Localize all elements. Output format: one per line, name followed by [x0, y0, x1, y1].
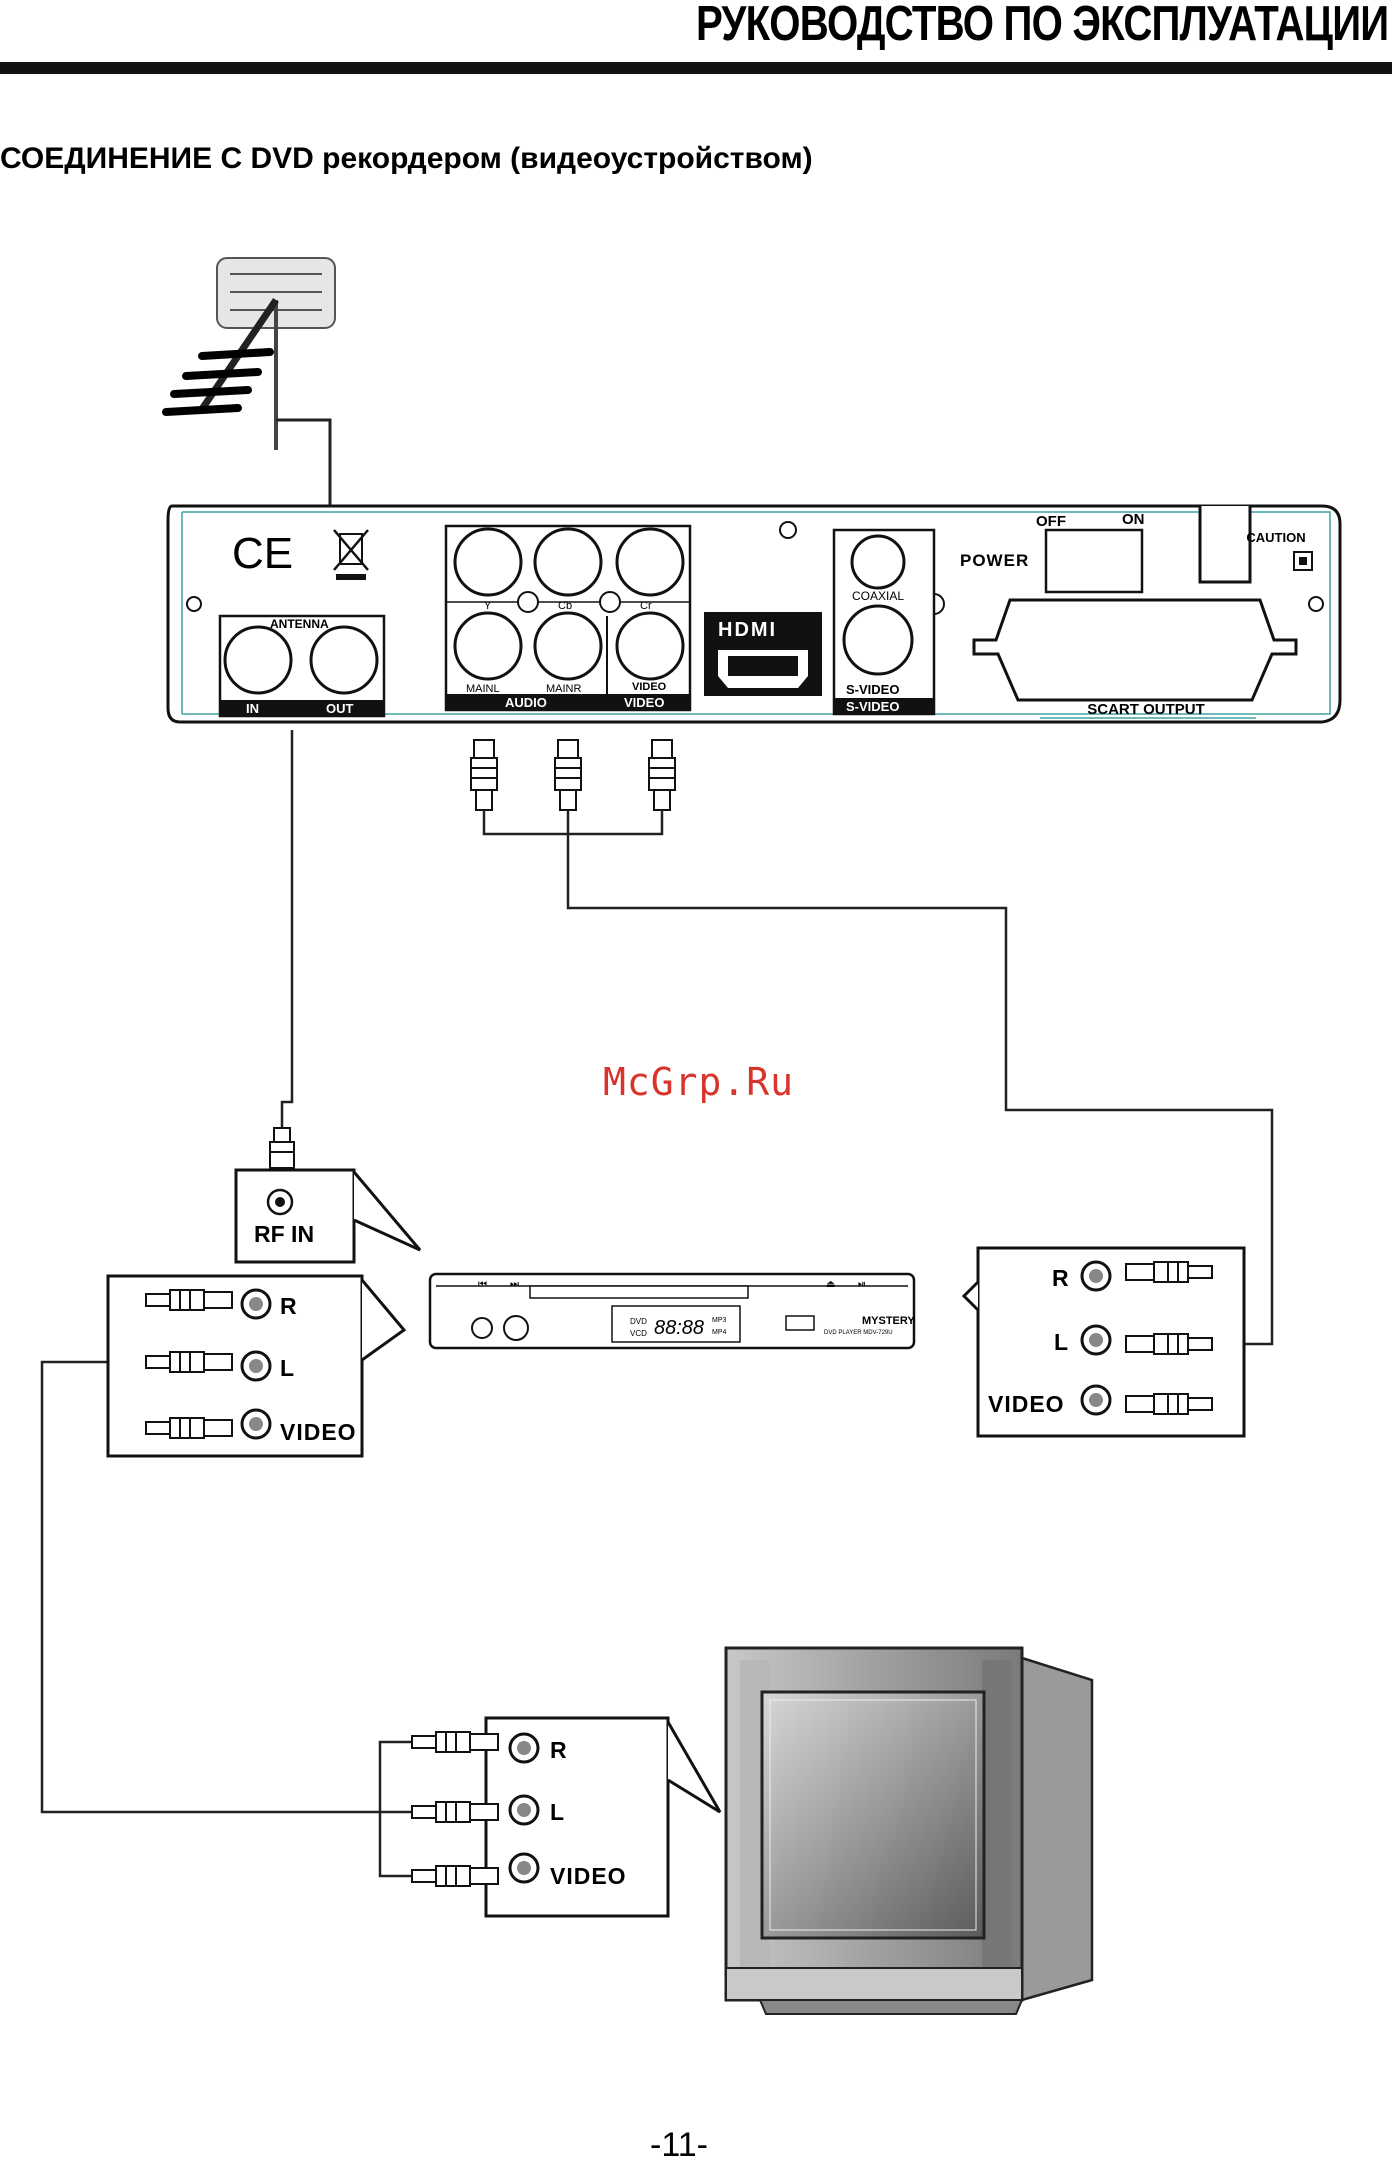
section-title: СОЕДИНЕНИЕ С DVD рекордером (видеоустрой… — [0, 142, 813, 175]
rf-in-box: RF IN — [234, 1127, 422, 1264]
svg-text:⏯: ⏯ — [858, 1279, 866, 1290]
header-rule — [0, 62, 1392, 74]
svg-text:VCD: VCD — [630, 1329, 647, 1338]
av-output-jacks: Y Cb Cr MAINL MAINR VIDEO AUDIO VIDEO — [444, 524, 692, 712]
receiver-back-panel: CE ANTENNA IN OUT Y Cb C — [166, 504, 1342, 724]
watermark: McGrp.Ru — [603, 1060, 795, 1104]
svg-text:COAXIAL: COAXIAL — [852, 589, 904, 603]
svg-text:SCART OUTPUT: SCART OUTPUT — [1087, 701, 1205, 718]
antenna-icon — [162, 257, 336, 450]
svg-text:VIDEO: VIDEO — [988, 1391, 1065, 1417]
svg-text:R: R — [280, 1293, 297, 1319]
antenna-in-jack — [223, 625, 293, 695]
coaxial-svideo-jacks: COAXIAL S-VIDEO S-VIDEO — [832, 528, 936, 716]
svg-text:VIDEO: VIDEO — [550, 1863, 627, 1889]
antenna-out-jack — [309, 625, 379, 695]
svg-text:IN: IN — [246, 701, 259, 716]
svg-text:MAINL: MAINL — [466, 683, 500, 695]
power-label: POWER — [960, 551, 1029, 570]
svg-text:L: L — [550, 1799, 564, 1825]
rf-cable — [280, 730, 294, 1130]
av-cable-to-right-box — [482, 810, 1274, 1406]
tv-icon — [724, 1646, 1094, 2015]
scart-connector: SCART OUTPUT — [972, 598, 1298, 719]
page-header-title: РУКОВОДСТВО ПО ЭКСПЛУАТАЦИИ — [695, 0, 1389, 51]
svg-text:MAINR: MAINR — [546, 683, 582, 695]
svg-text:S-VIDEO: S-VIDEO — [846, 699, 899, 714]
svg-text:⏮: ⏮ — [478, 1279, 487, 1290]
ce-mark: CE — [232, 529, 293, 578]
svg-text:MP4: MP4 — [712, 1329, 727, 1336]
svg-text:ANTENNA: ANTENNA — [270, 617, 329, 631]
svg-text:VIDEO: VIDEO — [624, 695, 664, 710]
dvd-player: ⏮ ⏭ ⏏ ⏯ DVD VCD 88:88 MP3 MP4 MYSTERY DV… — [428, 1272, 915, 1350]
svg-text:VIDEO: VIDEO — [632, 681, 667, 693]
svg-text:⏏: ⏏ — [826, 1279, 835, 1290]
svg-text:MP3: MP3 — [712, 1317, 727, 1324]
coaxial-jack — [850, 534, 906, 590]
svg-text:ON: ON — [1122, 511, 1145, 528]
svg-text:AUDIO: AUDIO — [505, 695, 547, 710]
svg-text:DVD PLAYER MDV-729U: DVD PLAYER MDV-729U — [824, 1330, 893, 1336]
antenna-jacks: ANTENNA IN OUT — [218, 614, 386, 718]
svg-text:RF IN: RF IN — [254, 1221, 314, 1247]
tv-inputs-box: R L VIDEO — [411, 1716, 722, 1918]
hdmi-port: HDMI — [704, 612, 822, 696]
av-cable-to-tv — [40, 1360, 412, 1878]
svg-text:⏭: ⏭ — [510, 1279, 519, 1290]
power-switch — [1044, 528, 1144, 594]
svg-text:VIDEO: VIDEO — [280, 1419, 357, 1445]
svg-text:Cr: Cr — [640, 600, 652, 612]
weee-bin-icon — [333, 529, 369, 580]
svg-text:OUT: OUT — [326, 701, 354, 716]
svg-text:88:88: 88:88 — [654, 1317, 704, 1339]
svg-text:R: R — [550, 1737, 567, 1763]
svg-text:Y: Y — [484, 600, 492, 612]
svg-text:HDMI: HDMI — [718, 619, 777, 641]
svg-text:R: R — [1052, 1265, 1069, 1291]
svg-text:DVD: DVD — [630, 1317, 647, 1326]
dvd-inputs-box: R L VIDEO — [106, 1274, 407, 1458]
svg-text:L: L — [280, 1355, 294, 1381]
svg-text:MYSTERY: MYSTERY — [862, 1315, 915, 1327]
receiver-av-inputs-box: R L VIDEO — [961, 1246, 1246, 1438]
rca-plugs-panel — [470, 739, 676, 811]
page-number: -11- — [650, 2126, 708, 2164]
svg-text:L: L — [1054, 1329, 1068, 1355]
svg-text:S-VIDEO: S-VIDEO — [846, 682, 899, 697]
caution-label: CAUTION — [1246, 530, 1305, 545]
svg-text:Cb: Cb — [558, 600, 572, 612]
svg-text:OFF: OFF — [1036, 513, 1066, 530]
svideo-jack — [842, 604, 914, 676]
